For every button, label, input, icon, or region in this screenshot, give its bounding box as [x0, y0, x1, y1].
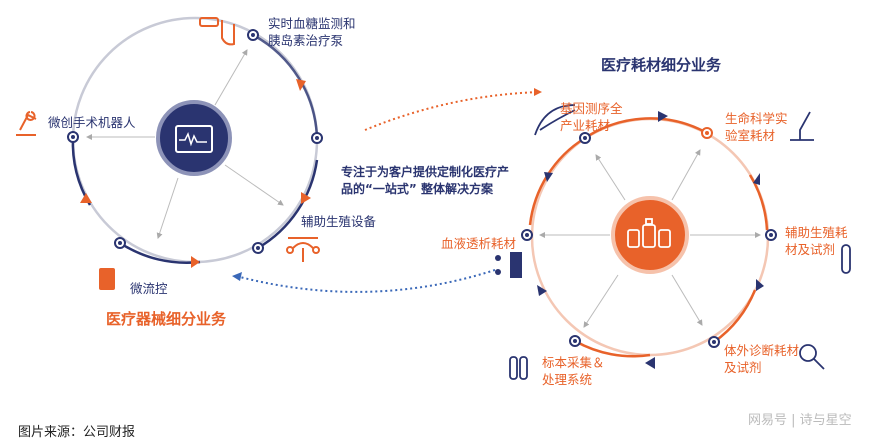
item-glucose-label: 实时血糖监测和胰岛素治疗泵: [268, 16, 356, 48]
chip-icon: [99, 268, 115, 290]
middle-statement: 专注于为客户提供定制化医疗产品的“一站式” 整体解决方案: [341, 165, 510, 196]
item-dialysis-label: 血液透析耗材: [441, 236, 517, 251]
item-ivd-label: 体外诊断耗材及试剂: [724, 343, 800, 375]
item-reproductive-device-label: 辅助生殖设备: [301, 214, 377, 229]
glucose-monitor-icon: [199, 17, 235, 46]
left-spokes: [86, 49, 284, 239]
right-center-node: [611, 196, 689, 274]
dna-icon: [534, 104, 576, 136]
item-sequencing-label: 基因测序全产业耗材: [560, 101, 623, 133]
left-cycle-arrows: [80, 79, 311, 268]
bottles-icon: [627, 218, 671, 248]
dotted-connector-to-left: [239, 269, 496, 293]
source-caption: 图片来源：公司财报: [18, 425, 136, 440]
left-center-node: [156, 100, 232, 176]
robot-arm-icon: [16, 111, 37, 136]
uterus-icon: [286, 237, 320, 262]
microscope-icon: [790, 111, 814, 141]
magnifier-icon: [799, 344, 825, 370]
test-tube-icon: [841, 244, 851, 274]
right-spokes: [539, 149, 761, 328]
sample-tubes-icon: [509, 356, 528, 380]
item-microfluidics-label: 微流控: [130, 281, 168, 296]
dialysis-icon: [495, 252, 522, 278]
right-cycle-arrows: [537, 111, 764, 369]
dotted-connector-to-right: [364, 91, 541, 131]
right-diagram-title: 医疗耗材细分业务: [601, 56, 722, 74]
item-sample-label: 标本采集＆处理系统: [542, 355, 605, 387]
monitor-icon: [175, 125, 213, 153]
left-diagram-title: 医疗器械细分业务: [106, 310, 227, 328]
item-reproductive-consumables-label: 辅助生殖耗材及试剂: [785, 225, 848, 257]
watermark: 网易号 | 诗与星空: [748, 413, 852, 428]
item-lab-label: 生命科学实验室耗材: [725, 111, 788, 143]
left-nodes: [67, 29, 323, 254]
item-robot-label: 微创手术机器人: [48, 115, 136, 130]
